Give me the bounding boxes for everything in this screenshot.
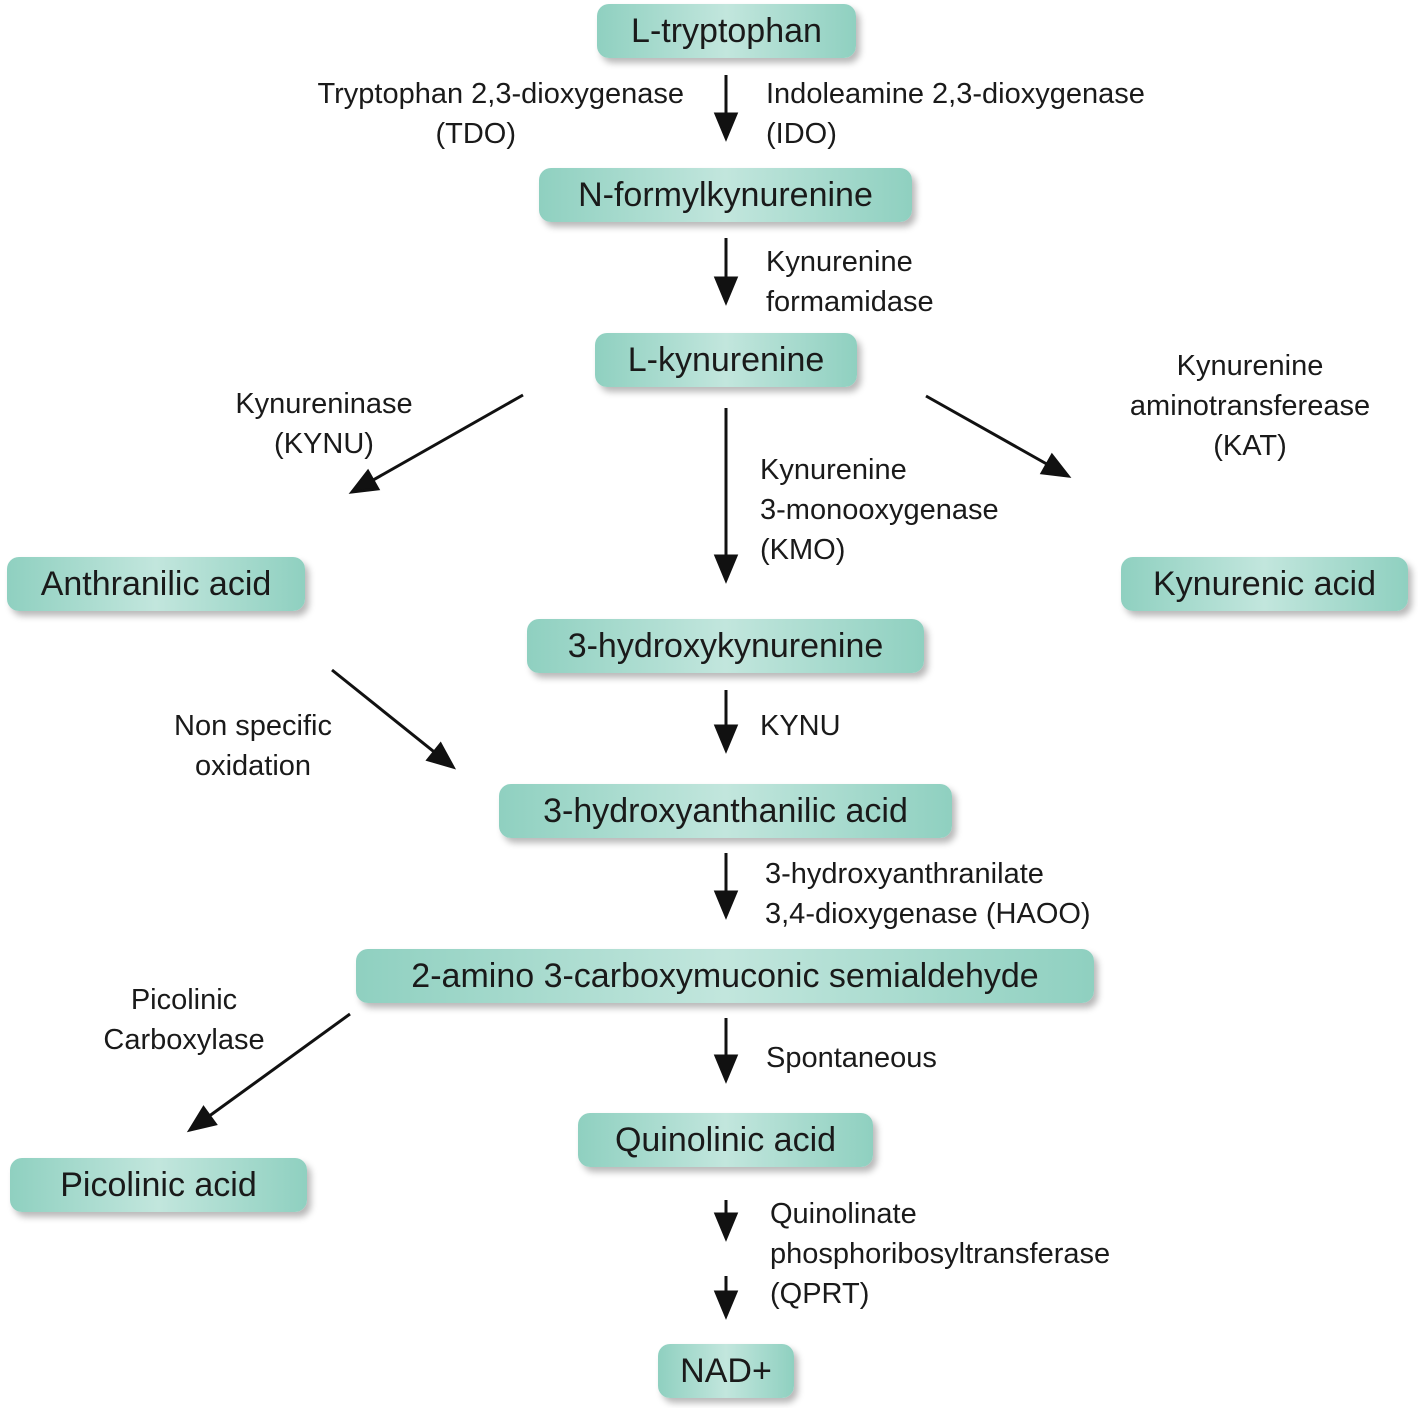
label-kmo: Kynurenine 3-monooxygenase (KMO) (760, 450, 999, 570)
label-qprt-line-2: phosphoribosyltransferase (770, 1238, 1111, 1270)
node-kynurenic-acid: Kynurenic acid (1121, 557, 1408, 611)
label-qprt: Quinolinate phosphoribosyltransferase (Q… (770, 1194, 1110, 1314)
node-3-hydroxykynurenine: 3-hydroxykynurenine (527, 619, 924, 673)
label-picolinic-carboxylase-line-2: Carboxylase (103, 1024, 265, 1056)
label-ido-line-1: Indoleamine 2,3-dioxygenase (766, 78, 1145, 110)
label-qprt-line-3: (QPRT) (770, 1278, 870, 1310)
label-tdo-line-1: Tryptophan 2,3-dioxygenase (317, 78, 685, 110)
label-tdo-line-2: (TDO) (435, 118, 516, 150)
node-2-amino-3-carboxymuconic-semialdehyde: 2-amino 3-carboxymuconic semialdehyde (356, 949, 1094, 1003)
label-formamidase-line-1: Kynurenine (766, 246, 913, 278)
label-picolinic-carboxylase: Picolinic Carboxylase (74, 980, 294, 1060)
node-picolinic-acid: Picolinic acid (10, 1158, 307, 1212)
arrowhead (425, 741, 457, 770)
arrow-kynurenine-to-anthranilic (351, 393, 524, 494)
arrowhead (713, 724, 739, 754)
label-kynurenine-formamidase: Kynurenine formamidase (766, 242, 934, 322)
label-picolinic-carboxylase-line-1: Picolinic (130, 984, 238, 1016)
label-ido-line-2: (IDO) (766, 118, 837, 150)
label-haoo-line-2: 3,4-dioxygenase (HAOO) (765, 898, 1091, 930)
arrowhead (713, 554, 739, 584)
label-nonspecific-line-1: Non specific (174, 710, 332, 742)
node-l-tryptophan: L-tryptophan (597, 4, 856, 58)
node-nad-plus: NAD+ (658, 1344, 794, 1398)
arrow-kynurenine-to-kynurenic (925, 394, 1069, 478)
label-kynu-step: KYNU (760, 706, 841, 746)
label-haoo: 3-hydroxyanthranilate 3,4-dioxygenase (H… (765, 854, 1091, 934)
arrowhead (713, 890, 739, 920)
label-nonspecific-line-2: oxidation (194, 750, 312, 782)
label-spontaneous-line-1: Spontaneous (766, 1042, 937, 1074)
label-haoo-line-1: 3-hydroxyanthranilate (765, 858, 1044, 890)
arrowhead (186, 1105, 218, 1133)
label-kat-line-2: aminotransferease (1129, 390, 1371, 422)
label-formamidase-line-2: formamidase (766, 286, 934, 318)
label-kmo-line-3: (KMO) (760, 534, 846, 566)
label-kynu2-line-1: KYNU (760, 710, 841, 742)
arrowhead (348, 468, 381, 494)
label-tdo: Tryptophan 2,3-dioxygenase (TDO) (318, 74, 685, 154)
label-ido: Indoleamine 2,3-dioxygenase (IDO) (766, 74, 1145, 154)
node-3-hydroxyanthanilic-acid: 3-hydroxyanthanilic acid (499, 784, 952, 838)
label-qprt-line-1: Quinolinate (770, 1198, 917, 1230)
label-non-specific-oxidation: Non specific oxidation (143, 706, 363, 786)
label-kat: Kynurenine aminotransferease (KAT) (1100, 346, 1400, 466)
node-n-formylkynurenine: N-formylkynurenine (539, 168, 912, 222)
label-kynu-line-2: (KYNU) (274, 428, 374, 460)
label-kmo-line-1: Kynurenine (760, 454, 907, 486)
label-kat-line-3: (KAT) (1213, 430, 1287, 462)
label-kynureninase: Kynureninase (KYNU) (214, 384, 434, 464)
arrowhead (713, 276, 739, 306)
arrowhead (713, 1290, 739, 1320)
label-kat-line-1: Kynurenine (1176, 350, 1324, 382)
label-kmo-line-2: 3-monooxygenase (760, 494, 999, 526)
node-quinolinic-acid: Quinolinic acid (578, 1113, 873, 1167)
arrow-acms-to-picolinic (189, 1012, 351, 1132)
arrow-anthranilic-to-hydroxyanthanilic (331, 668, 454, 769)
arrowhead (713, 1212, 739, 1242)
label-kynu-line-1: Kynureninase (235, 388, 413, 420)
arrowhead (713, 112, 739, 142)
node-l-kynurenine: L-kynurenine (595, 333, 857, 387)
arrowhead (1039, 452, 1072, 478)
label-spontaneous: Spontaneous (766, 1038, 937, 1078)
arrowhead (713, 1054, 739, 1084)
node-anthranilic-acid: Anthranilic acid (7, 557, 305, 611)
